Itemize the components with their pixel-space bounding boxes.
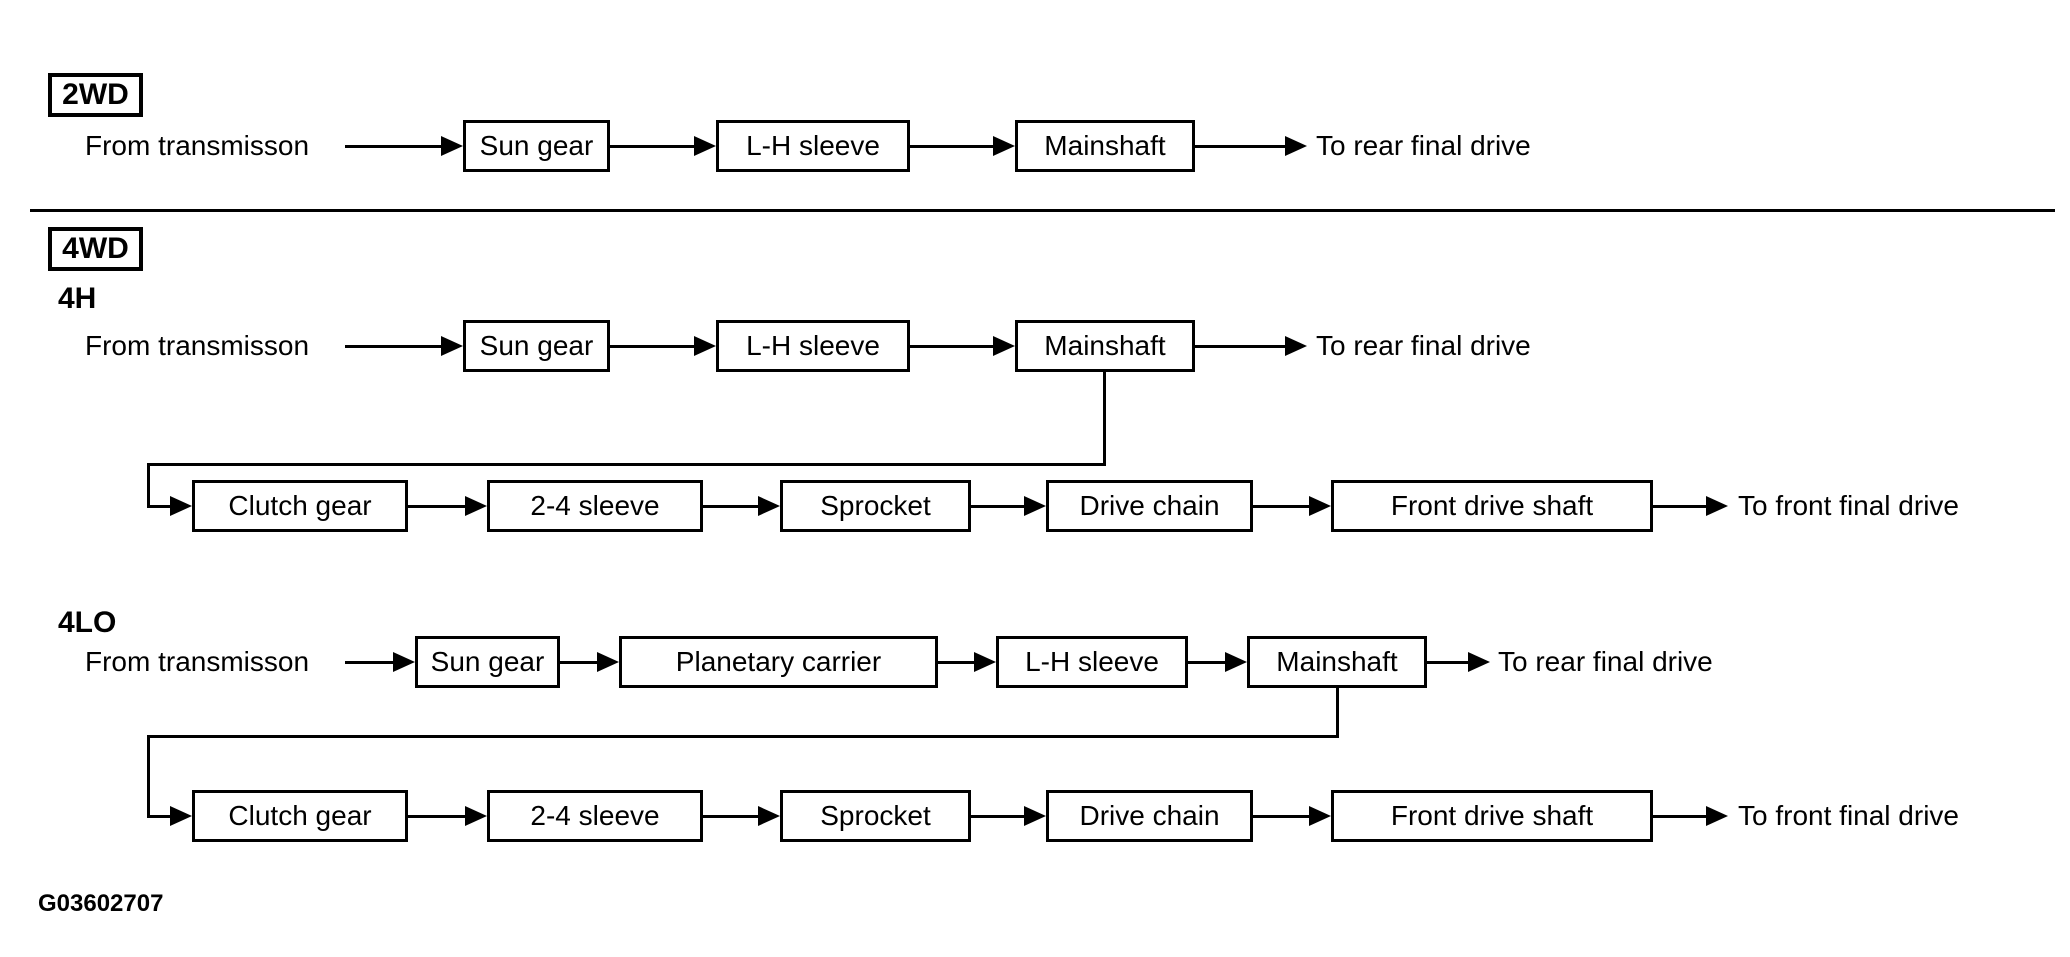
arrow-head-icon	[170, 496, 192, 516]
arrow-line	[408, 815, 465, 818]
arrow-head-icon	[993, 336, 1015, 356]
flow-node-box: L-H sleeve	[716, 320, 910, 372]
arrow-head-icon	[1309, 806, 1331, 826]
arrow-head-icon	[465, 806, 487, 826]
flow-source-label: From transmisson	[85, 330, 310, 361]
branch-line	[147, 735, 150, 818]
arrow-line	[938, 661, 974, 664]
arrow-head-icon	[1285, 336, 1307, 356]
flow-node-box: Sprocket	[780, 790, 971, 842]
flow-sink-label: To rear final drive	[1316, 330, 1531, 361]
arrow-head-icon	[441, 136, 463, 156]
flow-node-box: Sun gear	[463, 320, 610, 372]
arrow-line	[1195, 145, 1285, 148]
flow-source-label: From transmisson	[85, 646, 310, 677]
branch-line	[1336, 687, 1339, 738]
figure-code: G03602707	[38, 890, 164, 917]
flow-node-box: Clutch gear	[192, 790, 408, 842]
flow-node-box: Sun gear	[463, 120, 610, 172]
arrow-head-icon	[758, 496, 780, 516]
flow-sink-label: To front final drive	[1738, 490, 1959, 521]
arrow-line	[703, 505, 758, 508]
arrow-line	[147, 815, 170, 818]
arrow-line	[345, 661, 393, 664]
flow-node-box: Clutch gear	[192, 480, 408, 532]
arrow-head-icon	[393, 652, 415, 672]
flow-node-box: 2-4 sleeve	[487, 790, 703, 842]
arrow-line	[560, 661, 597, 664]
branch-line	[147, 735, 1339, 738]
flow-source-label: From transmisson	[85, 130, 310, 161]
arrow-head-icon	[1468, 652, 1490, 672]
arrow-head-icon	[974, 652, 996, 672]
arrow-line	[147, 505, 170, 508]
arrow-head-icon	[1024, 496, 1046, 516]
arrow-head-icon	[597, 652, 619, 672]
arrow-head-icon	[1024, 806, 1046, 826]
flow-sink-label: To front final drive	[1738, 800, 1959, 831]
arrow-head-icon	[441, 336, 463, 356]
arrow-line	[610, 345, 694, 348]
arrow-line	[910, 145, 993, 148]
arrow-line	[1188, 661, 1225, 664]
arrow-line	[1253, 505, 1309, 508]
subsection-label-4lo: 4LO	[58, 606, 117, 639]
flow-node-box: Sprocket	[780, 480, 971, 532]
subsection-label-4h: 4H	[58, 282, 97, 315]
arrow-head-icon	[993, 136, 1015, 156]
flow-node-box: Front drive shaft	[1331, 790, 1653, 842]
arrow-line	[910, 345, 993, 348]
section-badge-2wd: 2WD	[48, 73, 143, 117]
arrow-head-icon	[465, 496, 487, 516]
flow-node-box: Sun gear	[415, 636, 560, 688]
arrow-line	[703, 815, 758, 818]
flow-node-box: Front drive shaft	[1331, 480, 1653, 532]
flow-node-box: L-H sleeve	[996, 636, 1188, 688]
arrow-line	[408, 505, 465, 508]
flow-node-box: 2-4 sleeve	[487, 480, 703, 532]
flow-node-box: Mainshaft	[1247, 636, 1427, 688]
arrow-head-icon	[1225, 652, 1247, 672]
arrow-head-icon	[758, 806, 780, 826]
flow-node-box: Planetary carrier	[619, 636, 938, 688]
branch-line	[147, 463, 150, 508]
arrow-line	[1653, 505, 1706, 508]
arrow-head-icon	[694, 136, 716, 156]
arrow-line	[971, 815, 1024, 818]
flow-node-box: Drive chain	[1046, 790, 1253, 842]
arrow-line	[1195, 345, 1285, 348]
arrow-head-icon	[1706, 806, 1728, 826]
branch-line	[1103, 371, 1106, 466]
arrow-line	[345, 145, 441, 148]
branch-line	[147, 463, 1106, 466]
flow-sink-label: To rear final drive	[1498, 646, 1713, 677]
arrow-head-icon	[1285, 136, 1307, 156]
flow-node-box: Mainshaft	[1015, 320, 1195, 372]
section-badge-4wd: 4WD	[48, 227, 143, 271]
flow-sink-label: To rear final drive	[1316, 130, 1531, 161]
arrow-line	[971, 505, 1024, 508]
arrow-line	[1427, 661, 1468, 664]
section-divider	[30, 209, 2055, 212]
arrow-line	[345, 345, 441, 348]
arrow-line	[1653, 815, 1706, 818]
flow-node-box: Mainshaft	[1015, 120, 1195, 172]
flow-node-box: L-H sleeve	[716, 120, 910, 172]
arrow-head-icon	[694, 336, 716, 356]
arrow-head-icon	[170, 806, 192, 826]
arrow-head-icon	[1706, 496, 1728, 516]
arrow-head-icon	[1309, 496, 1331, 516]
arrow-line	[1253, 815, 1309, 818]
flow-node-box: Drive chain	[1046, 480, 1253, 532]
arrow-line	[610, 145, 694, 148]
